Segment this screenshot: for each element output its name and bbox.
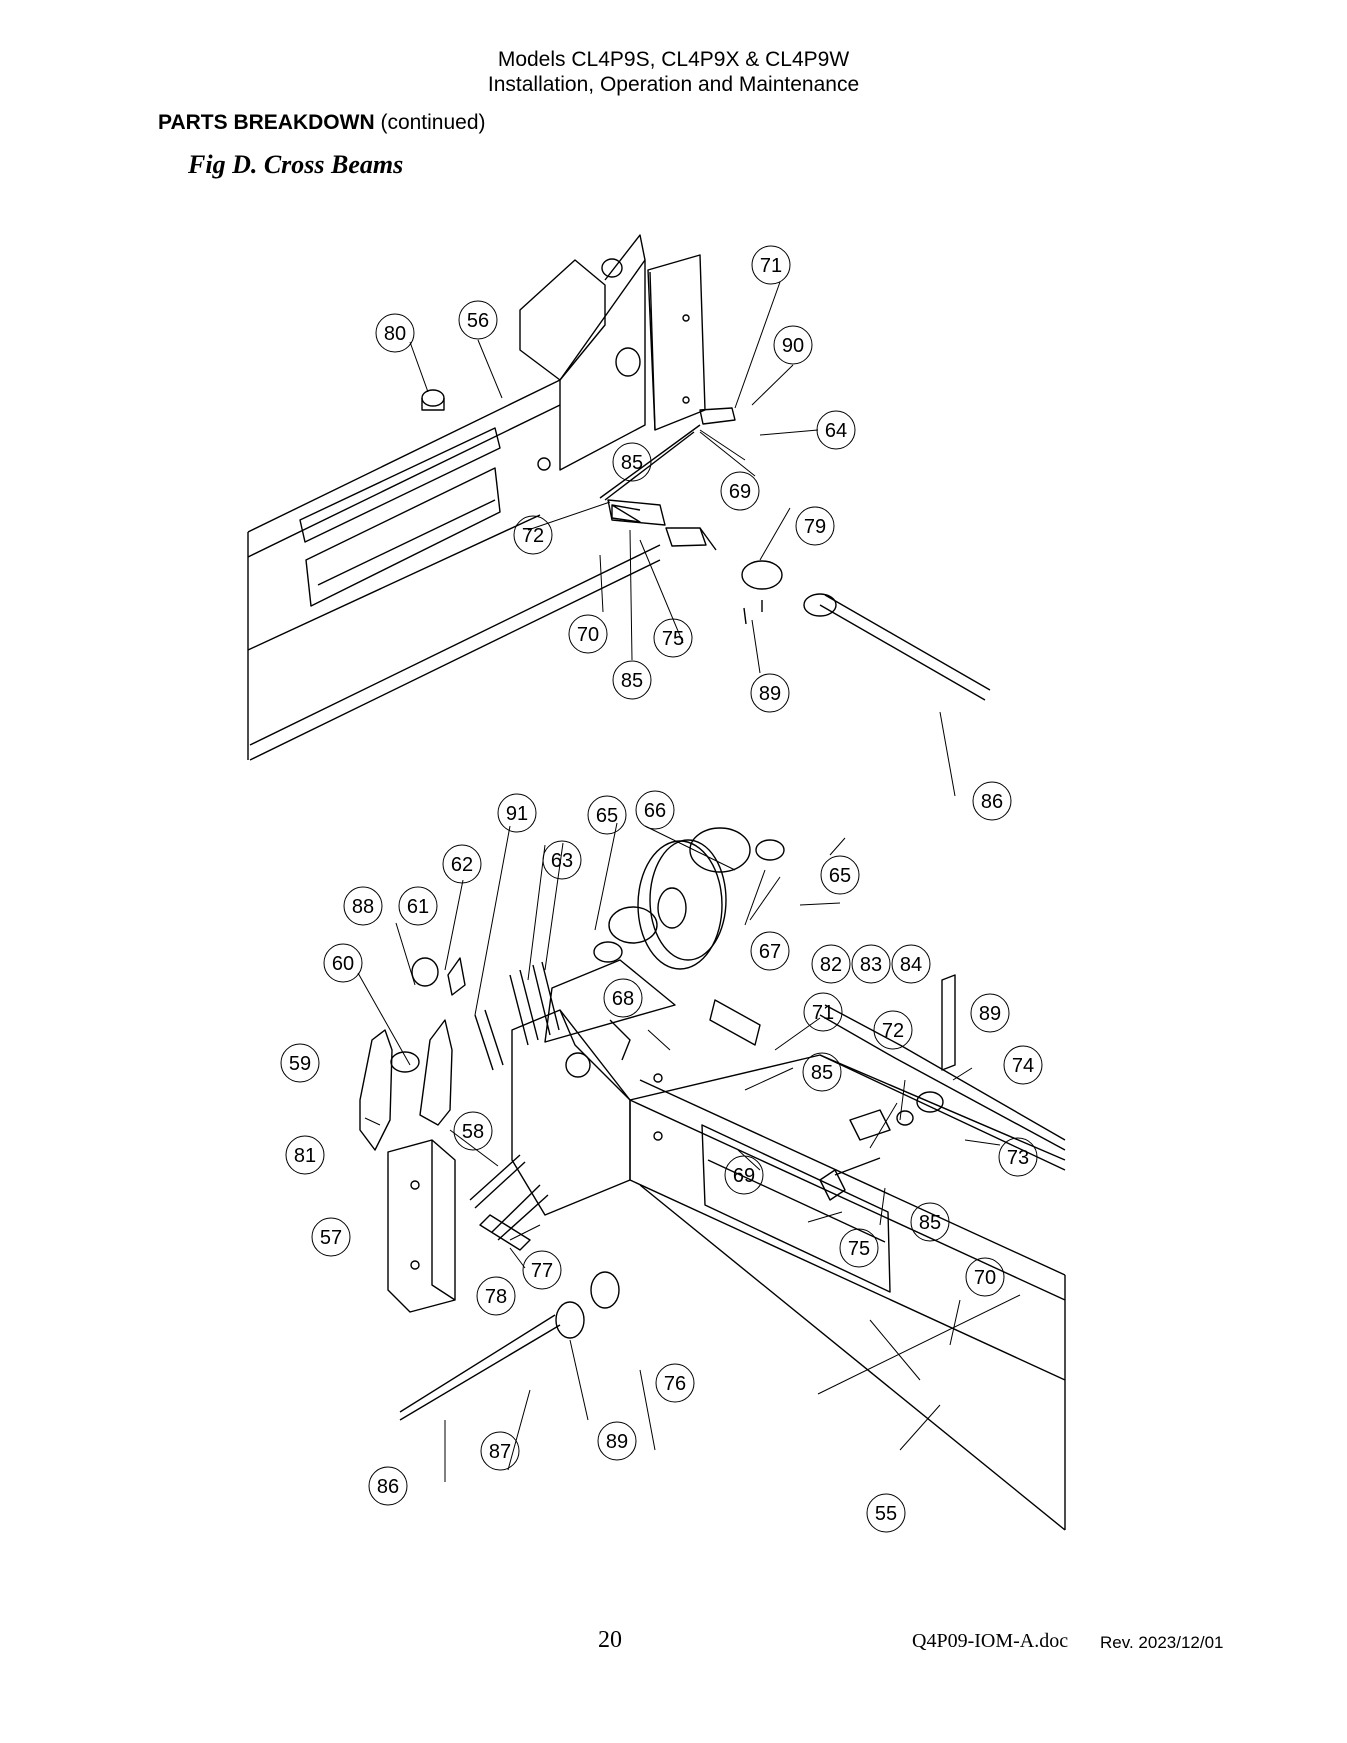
section-suffix: (continued) [380,111,486,134]
callout-71-b: 71 [812,1002,834,1024]
callout-91: 91 [506,803,528,825]
callout-80: 80 [384,323,406,345]
page-number: 20 [598,1627,622,1653]
upper-end-bracket [519,234,706,471]
callout-74: 74 [1012,1055,1034,1077]
callout-72-b: 72 [882,1020,904,1042]
callout-65-b: 65 [829,865,851,887]
callout-89: 89 [759,683,781,705]
header-model-line: Models CL4P9S, CL4P9X & CL4P9W [497,48,850,71]
callout-71: 71 [760,255,782,277]
callout-labels: 80 56 71 90 64 85 69 72 79 70 75 85 89 8… [289,255,1034,1525]
callout-87: 87 [489,1441,511,1463]
callout-58: 58 [462,1121,484,1143]
callout-leaders [357,281,1021,1482]
callout-86-b: 86 [377,1476,399,1498]
upper-linkage-parts [421,389,991,701]
upper-cross-beam [247,379,661,761]
section-title: PARTS BREAKDOWN [158,111,375,134]
lower-levers [359,957,466,1151]
callout-90: 90 [782,335,804,357]
callout-81: 81 [294,1145,316,1167]
callout-73: 73 [1007,1147,1029,1169]
callout-61: 61 [407,896,429,918]
callout-circles [280,245,1043,1533]
callout-76: 76 [664,1373,686,1395]
section-heading: PARTS BREAKDOWN (continued) [158,111,486,135]
lower-shafts [399,974,1066,1421]
callout-89-c: 89 [606,1431,628,1453]
callout-82: 82 [820,954,842,976]
callout-85-d: 85 [919,1212,941,1234]
callout-65: 65 [596,805,618,827]
callout-89-b: 89 [979,1003,1001,1025]
callout-55: 55 [875,1503,897,1525]
lower-cross-beam [629,1054,1066,1531]
header-manual-line: Installation, Operation and Maintenance [487,73,860,96]
callout-85-b: 85 [621,670,643,692]
callout-85: 85 [621,452,643,474]
lower-guide-plate [387,1139,456,1313]
callout-56: 56 [467,310,489,332]
callout-60: 60 [332,953,354,975]
callout-59: 59 [289,1053,311,1075]
callout-86: 86 [981,791,1003,813]
lower-pulley [593,827,785,970]
callout-77: 77 [531,1260,553,1282]
callout-88: 88 [352,896,374,918]
callout-68: 68 [612,988,634,1010]
callout-70: 70 [577,624,599,646]
callout-66: 66 [644,800,666,822]
callout-69-b: 69 [733,1165,755,1187]
callout-75: 75 [662,628,684,650]
callout-83: 83 [860,954,882,976]
callout-63: 63 [551,850,573,872]
callout-78: 78 [485,1286,507,1308]
document-reference: Q4P09-IOM-A.doc [912,1630,1069,1652]
callout-62: 62 [451,854,473,876]
callout-84: 84 [900,954,922,976]
callout-57: 57 [320,1227,342,1249]
figure-title: Fig D. Cross Beams [188,150,404,179]
callout-67: 67 [759,941,781,963]
revision-date: Rev. 2023/12/01 [1100,1633,1224,1652]
callout-64: 64 [825,420,847,442]
lower-springs [474,961,560,1071]
lower-end-plate [511,959,676,1216]
callout-75-b: 75 [848,1238,870,1260]
callout-72: 72 [522,525,544,547]
callout-85-c: 85 [811,1062,833,1084]
callout-79: 79 [804,516,826,538]
callout-70-b: 70 [974,1267,996,1289]
callout-69: 69 [729,481,751,503]
